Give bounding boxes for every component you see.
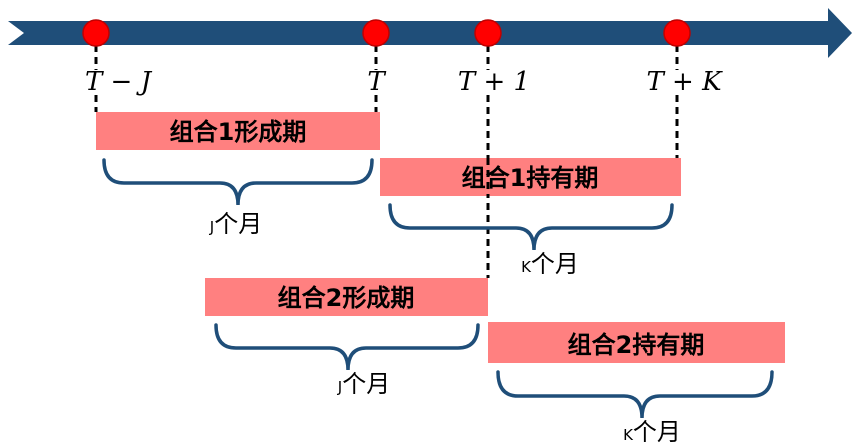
brace-portfolio2-holding — [496, 370, 774, 419]
timeline-markers — [82, 19, 691, 47]
timeline-arrow — [8, 8, 852, 58]
duration-letter: K — [521, 258, 532, 276]
marker-t-minus-j — [82, 19, 110, 47]
brace-portfolio1-holding — [388, 203, 674, 251]
duration-letter: K — [623, 426, 634, 444]
duration-unit: 个月 — [342, 370, 390, 398]
marker-t — [362, 19, 390, 47]
duration-label-portfolio1-holding: K个月 — [521, 250, 579, 278]
duration-unit: 个月 — [531, 250, 579, 278]
guide-lines — [94, 45, 679, 278]
duration-unit: 个月 — [214, 210, 262, 238]
marker-t-plus-1 — [474, 19, 502, 47]
duration-letter: J — [337, 378, 342, 396]
marker-t-plus-k — [663, 19, 691, 47]
period-label-portfolio2-holding: 组合2持有期 — [568, 331, 705, 359]
duration-label-portfolio2-formation: J个月 — [337, 370, 390, 398]
bar-portfolio2-formation — [205, 278, 488, 316]
brace-portfolio2-formation — [214, 323, 480, 371]
period-label-portfolio1-formation: 组合1形成期 — [170, 118, 307, 146]
tick-label-t-plus-k: T + K — [646, 67, 723, 97]
period-label-portfolio1-holding: 组合1持有期 — [462, 164, 599, 192]
duration-unit: 个月 — [633, 418, 681, 446]
period-label-portfolio2-formation: 组合2形成期 — [278, 284, 415, 312]
bar-portfolio2-holding — [488, 322, 785, 363]
duration-letter: J — [209, 218, 214, 236]
duration-label-portfolio1-formation: J个月 — [209, 210, 262, 238]
tick-label-t: T — [367, 67, 386, 97]
duration-label-portfolio2-holding: K个月 — [623, 418, 681, 446]
braces — [102, 158, 774, 419]
tick-label-t-minus-j: T − J — [85, 67, 153, 97]
bar-portfolio1-holding — [380, 158, 681, 196]
brace-portfolio1-formation — [102, 158, 374, 206]
bar-portfolio1-formation — [96, 112, 380, 150]
tick-label-t-plus-1: T + 1 — [458, 67, 530, 97]
